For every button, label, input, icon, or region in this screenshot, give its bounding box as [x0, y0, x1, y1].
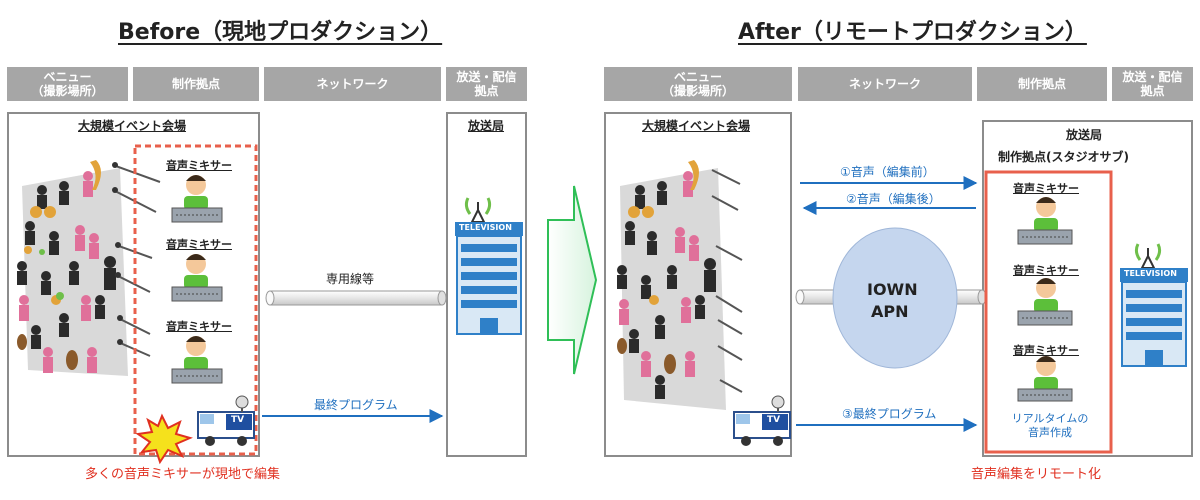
after-header-broadcast: 放送・配信 拠点 — [1112, 67, 1193, 101]
iown-label: IOWN — [867, 280, 918, 299]
after-header-venue: ベニュー （撮影場所） — [604, 67, 792, 101]
after-caption: 音声編集をリモート化 — [971, 467, 1102, 482]
before-venue-label: 大規模イベント会場 — [78, 119, 187, 133]
before-header-venue: ベニュー （撮影場所） — [7, 67, 128, 101]
after-broadcast-label: 放送局 — [1066, 128, 1103, 142]
before-van-text: TV — [231, 415, 245, 425]
before-header-network: ネットワーク — [264, 67, 441, 101]
after-studio-box — [984, 170, 1113, 454]
after-tv-building-icon — [1120, 243, 1188, 367]
after-title: After（リモートプロダクション） — [738, 20, 1087, 45]
before-final-program-label: 最終プログラム — [314, 398, 398, 412]
after-tv-van-icon — [733, 395, 791, 446]
before-mixer-dashed-box — [133, 144, 258, 456]
explosion-icon — [135, 413, 193, 465]
before-line-label: 専用線等 — [326, 272, 375, 286]
apn-label: APN — [871, 302, 909, 321]
after-final-program-label: ③最終プログラム — [842, 407, 937, 421]
after-header-production: 制作拠点 — [977, 67, 1107, 101]
iown-apn-link — [795, 227, 987, 369]
transition-arrow — [547, 185, 598, 375]
after-header-network: ネットワーク — [798, 67, 972, 101]
after-tv-building-text: TELEVISION — [1124, 269, 1177, 278]
before-mixer-label-1: 音声ミキサー — [166, 159, 232, 172]
before-mixer-label-2: 音声ミキサー — [166, 238, 232, 251]
before-mixer-figures — [171, 175, 223, 384]
after-crowd — [617, 160, 743, 410]
audio-pre-edit-label: ①音声（編集前） — [840, 165, 935, 179]
after-mixer-label-1: 音声ミキサー — [1013, 182, 1079, 195]
after-studio-label: 制作拠点(スタジオサブ) — [998, 150, 1129, 164]
before-broadcast-label: 放送局 — [468, 119, 505, 133]
before-dedicated-line — [265, 290, 447, 306]
before-crowd — [17, 160, 161, 376]
before-header-broadcast: 放送・配信 拠点 — [446, 67, 527, 101]
before-header-production: 制作拠点 — [133, 67, 259, 101]
after-venue-label: 大規模イベント会場 — [642, 119, 751, 133]
audio-post-edit-label: ②音声（編集後） — [846, 192, 941, 206]
after-mixer-label-2: 音声ミキサー — [1013, 264, 1079, 277]
before-tv-van-icon — [197, 395, 255, 446]
before-mixer-label-3: 音声ミキサー — [166, 320, 232, 333]
before-tv-building-icon — [455, 197, 523, 335]
after-mixer-label-3: 音声ミキサー — [1013, 344, 1079, 357]
before-title: Before（現地プロダクション） — [118, 20, 443, 45]
before-caption: 多くの音声ミキサーが現地で編集 — [85, 467, 281, 482]
before-tv-building-text: TELEVISION — [459, 223, 512, 232]
realtime-audio-label: リアルタイムの 音声作成 — [1011, 412, 1089, 439]
after-van-text: TV — [767, 415, 781, 425]
after-mixer-figures — [1017, 197, 1073, 402]
